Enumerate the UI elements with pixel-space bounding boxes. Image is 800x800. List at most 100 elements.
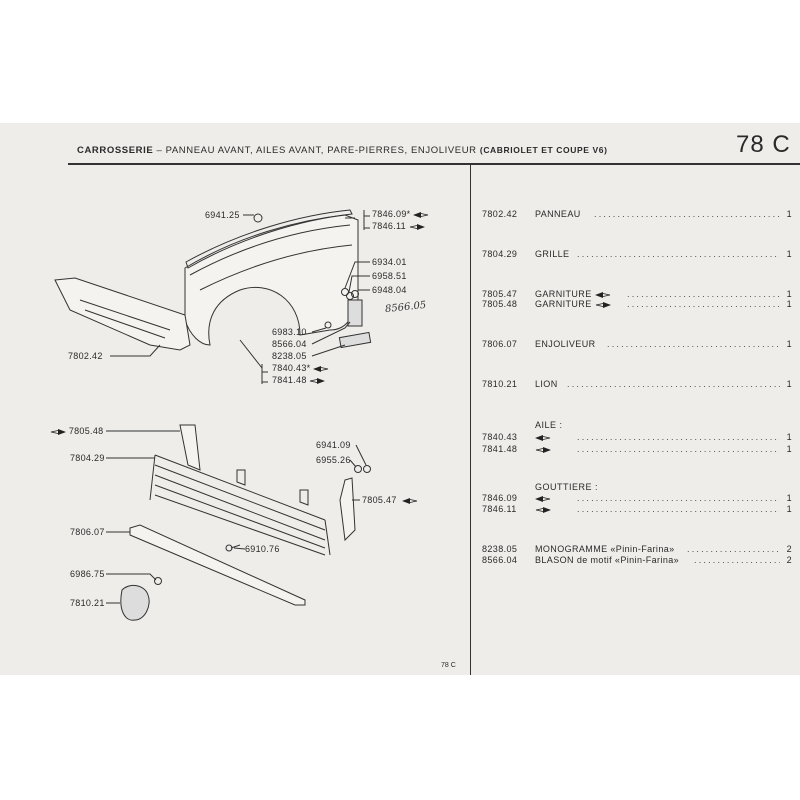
part-number: 7802.42 <box>482 209 518 219</box>
right-side-arrow-icon <box>595 301 611 308</box>
callout-6910-76: 6910.76 <box>245 544 280 554</box>
part-number: 7806.07 <box>482 339 518 349</box>
callout-7802-42: 7802.42 <box>68 351 103 361</box>
right-side-arrow-icon <box>409 223 425 230</box>
part-description <box>535 432 551 442</box>
callout-6958-51: 6958.51 <box>372 271 407 281</box>
part-description: PANNEAU <box>535 209 581 219</box>
part-number: 7840.43 <box>482 432 518 442</box>
left-side-arrow-icon <box>535 495 551 502</box>
part-description: LION <box>535 379 558 389</box>
right-side-arrow-icon <box>535 446 551 453</box>
list-item: 7846.11.................................… <box>482 504 792 514</box>
catalog-page <box>0 123 800 675</box>
part-description: MONOGRAMME «Pinin-Farina» <box>535 544 675 554</box>
title-models: (CABRIOLET ET COUPE V6) <box>479 145 608 155</box>
group-heading-gouttiere: GOUTTIERE : <box>535 482 599 492</box>
callout-7840-43: 7840.43* <box>272 363 329 373</box>
quantity: 2 <box>786 555 792 565</box>
fender-drawing <box>184 214 359 346</box>
part-description: GARNITURE <box>535 299 611 309</box>
part-number: 7804.29 <box>482 249 518 259</box>
gutter-drawing <box>185 209 353 269</box>
quantity: 1 <box>786 339 792 349</box>
quantity: 2 <box>786 544 792 554</box>
left-side-arrow-icon <box>535 434 551 441</box>
part-description: BLASON de motif «Pinin-Farina» <box>535 555 680 565</box>
callout-7846-11: 7846.11 <box>372 221 425 231</box>
callout-7841-48: 7841.48 <box>272 375 326 385</box>
callout-text: 7841.48 <box>272 375 307 385</box>
part-number: 7805.47 <box>482 289 518 299</box>
part-number: 8566.04 <box>482 555 518 565</box>
desc-text: GARNITURE <box>535 299 592 309</box>
right-side-arrow-icon <box>310 377 326 384</box>
part-number: 7846.11 <box>482 504 517 514</box>
callout-text: 7805.48 <box>68 426 104 436</box>
callout-6941-09: 6941.09 <box>316 440 351 450</box>
quantity: 1 <box>786 299 792 309</box>
title-rest: – PANNEAU AVANT, AILES AVANT, PARE-PIERR… <box>153 145 480 156</box>
moulding-drawing <box>129 524 306 606</box>
quantity: 1 <box>786 504 792 514</box>
trim-strip-drawing <box>339 477 356 542</box>
part-description <box>535 493 551 503</box>
lion-emblem-drawing <box>120 584 150 621</box>
header-rule <box>68 163 800 165</box>
group-heading-aile: AILE : <box>535 420 563 430</box>
quantity: 1 <box>786 444 792 454</box>
callout-7810-21: 7810.21 <box>70 598 105 608</box>
page-footer: 78 C <box>441 662 456 669</box>
part-description <box>535 504 551 514</box>
callout-6941-25: 6941.25 <box>205 210 240 220</box>
callout-text: 7840.43* <box>272 363 311 373</box>
part-number: 7810.21 <box>482 379 518 389</box>
quantity: 1 <box>786 432 792 442</box>
right-side-arrow-icon <box>535 506 551 513</box>
callout-7805-48: 7805.48 <box>50 426 103 436</box>
callout-6986-75: 6986.75 <box>70 569 105 579</box>
callout-7805-47: 7805.47 <box>362 495 418 505</box>
grille-drawing <box>149 424 331 556</box>
quantity: 1 <box>786 379 792 389</box>
list-item: 7846.09.................................… <box>482 493 792 503</box>
right-side-arrow-icon <box>50 428 66 435</box>
callout-7846-09: 7846.09* <box>372 209 429 219</box>
quantity: 1 <box>786 249 792 259</box>
desc-text: GARNITURE <box>535 289 592 299</box>
left-side-arrow-icon <box>413 211 429 218</box>
list-item: 7840.43.................................… <box>482 432 792 442</box>
callout-8566-04: 8566.04 <box>272 339 307 349</box>
column-divider <box>470 165 471 675</box>
list-item: 7841.48.................................… <box>482 444 792 454</box>
page-id: 78 C <box>736 131 791 158</box>
callout-8238-05: 8238.05 <box>272 351 307 361</box>
part-number: 8238.05 <box>482 544 518 554</box>
callout-6983-10: 6983.10 <box>272 327 307 337</box>
part-description <box>535 444 551 454</box>
part-number: 7805.48 <box>482 299 518 309</box>
part-number: 7846.09 <box>482 493 518 503</box>
callout-text: 7846.11 <box>372 221 406 231</box>
part-number: 7841.48 <box>482 444 518 454</box>
page-title: CARROSSERIE – PANNEAU AVANT, AILES AVANT… <box>77 145 608 156</box>
left-side-arrow-icon <box>594 291 610 298</box>
callout-6955-26: 6955.26 <box>316 455 351 465</box>
callout-text: 7805.47 <box>362 495 397 505</box>
left-side-arrow-icon <box>313 365 329 372</box>
title-bold: CARROSSERIE <box>77 145 154 156</box>
quantity: 1 <box>786 289 792 299</box>
callout-7804-29: 7804.29 <box>70 453 105 463</box>
quantity: 1 <box>786 493 792 503</box>
left-side-arrow-icon <box>402 497 418 504</box>
part-description: ENJOLIVEUR <box>535 339 596 349</box>
exploded-parts-diagram <box>54 209 372 621</box>
